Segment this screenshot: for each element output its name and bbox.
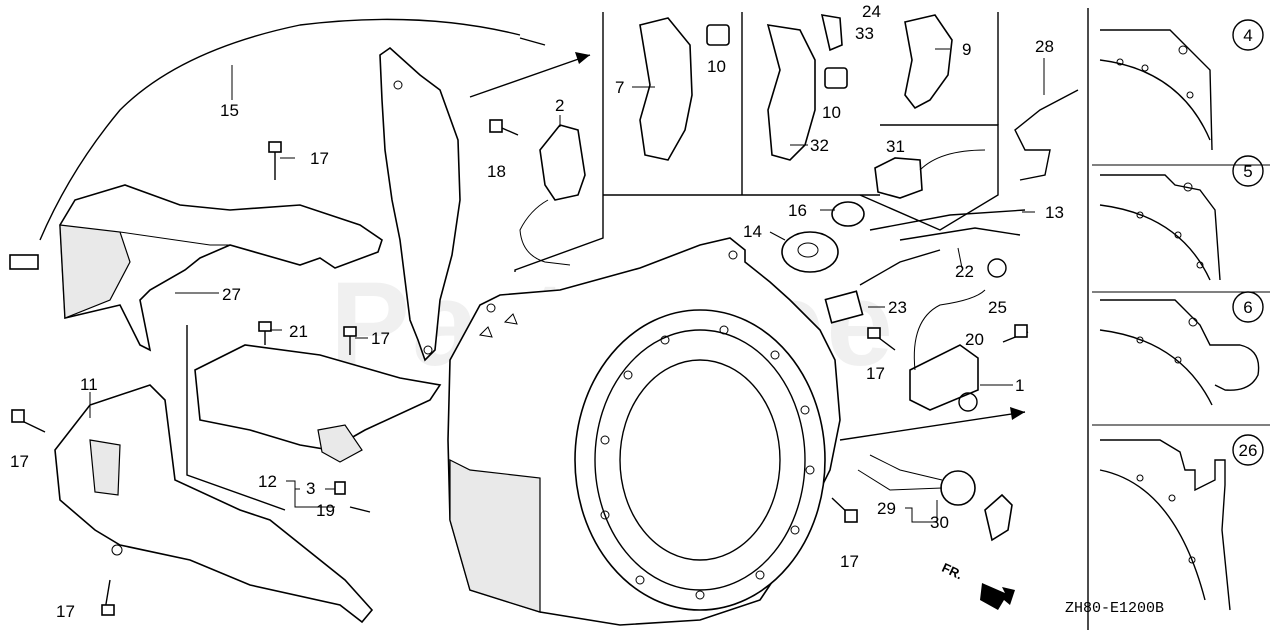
callout-9: 9 <box>962 40 971 59</box>
variant-label-4: 4 <box>1232 19 1264 51</box>
shroud-drawing <box>59 184 383 352</box>
callout-16: 16 <box>788 201 807 220</box>
callout-17: 17 <box>371 329 390 348</box>
callout-13: 13 <box>1045 203 1064 222</box>
cable-drawing <box>9 18 546 270</box>
side-cover-drawing <box>379 46 461 362</box>
variant-label-5: 5 <box>1232 155 1264 187</box>
callout-27: 27 <box>222 285 241 304</box>
svg-text:5: 5 <box>1243 162 1252 181</box>
callout-17: 17 <box>866 364 885 383</box>
callout-10: 10 <box>822 103 841 122</box>
leader-lines <box>89 48 1045 523</box>
callout-19: 19 <box>316 501 335 520</box>
front-label: FR. <box>940 560 965 582</box>
callout-11: 11 <box>80 375 98 394</box>
callouts: 15 17 27 21 17 11 17 12 3 19 17 18 2 7 1… <box>10 2 1064 621</box>
fan-cover-drawing <box>447 237 841 626</box>
callout-31: 31 <box>886 137 905 156</box>
variant-panels <box>1087 8 1270 630</box>
callout-2: 2 <box>555 96 564 115</box>
callout-3: 3 <box>306 479 315 498</box>
direction-arrows <box>469 52 1026 441</box>
callout-33: 33 <box>855 24 874 43</box>
front-arrow-icon <box>980 583 1015 610</box>
callout-22: 22 <box>955 262 974 281</box>
callout-25: 25 <box>988 298 1007 317</box>
callout-7: 7 <box>615 78 624 97</box>
callout-23: 23 <box>888 298 907 317</box>
callout-15: 15 <box>220 101 239 120</box>
callout-32: 32 <box>810 136 829 155</box>
callout-10: 10 <box>707 57 726 76</box>
callout-17: 17 <box>56 602 75 621</box>
callout-17: 17 <box>310 149 329 168</box>
control-panel-drawing <box>186 325 442 513</box>
callout-28: 28 <box>1035 37 1054 56</box>
callout-24: 24 <box>862 2 881 21</box>
callout-1: 1 <box>1015 376 1024 395</box>
inset-parts <box>519 14 986 266</box>
front-indicator: FR. <box>940 560 1015 610</box>
diagram-code: ZH80-E1200B <box>1065 600 1164 617</box>
callout-21: 21 <box>289 322 308 341</box>
lower-shroud-drawing <box>54 384 374 624</box>
variant-label-26: 26 <box>1232 434 1264 466</box>
callout-17: 17 <box>840 552 859 571</box>
variant-label-6: 6 <box>1232 291 1264 323</box>
wiring-parts <box>781 89 1079 542</box>
inset-frames <box>514 12 999 272</box>
svg-text:6: 6 <box>1243 298 1252 317</box>
svg-text:4: 4 <box>1243 26 1252 45</box>
callout-12: 12 <box>258 472 277 491</box>
svg-text:26: 26 <box>1239 441 1258 460</box>
callout-18: 18 <box>487 162 506 181</box>
callout-20: 20 <box>965 330 984 349</box>
callout-29: 29 <box>877 499 896 518</box>
callout-14: 14 <box>743 222 762 241</box>
bolts <box>11 119 896 616</box>
callout-30: 30 <box>930 513 949 532</box>
callout-17: 17 <box>10 452 29 471</box>
